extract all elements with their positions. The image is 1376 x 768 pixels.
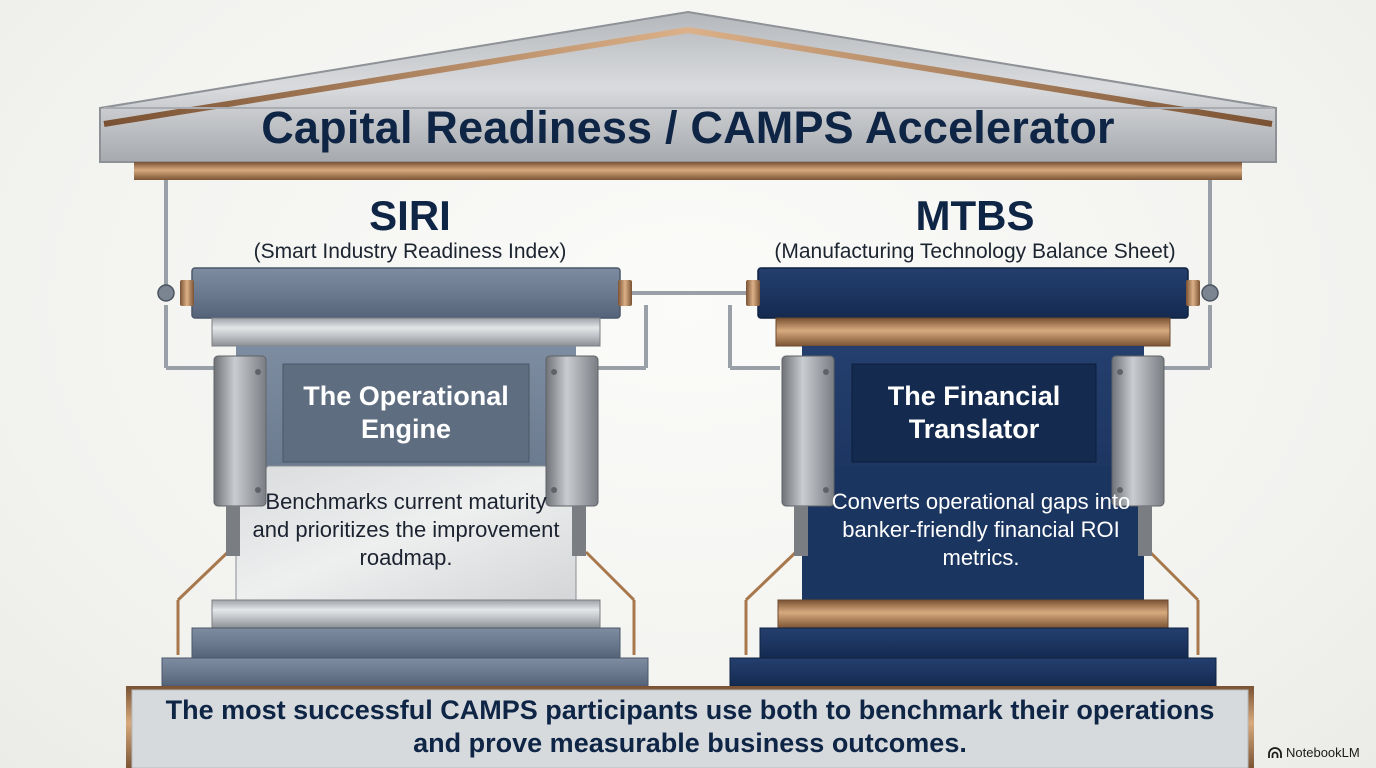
- mtbs-description: Converts operational gaps into banker-fr…: [831, 489, 1131, 570]
- diagram-title: Capital Readiness / CAMPS Accelerator: [261, 102, 1115, 153]
- diagonal-braces: [176, 550, 1200, 655]
- connector-rods: [164, 180, 1212, 370]
- mtbs-panel-title-text: The Financial Translator: [887, 381, 1061, 444]
- brand-label: NotebookLM: [1286, 745, 1360, 760]
- siri-panel-title: The Operational Engine: [283, 364, 529, 462]
- brand-watermark: NotebookLM: [1268, 744, 1360, 762]
- siri-name: SIRI: [369, 192, 451, 239]
- mtbs-pillar: [729, 267, 1219, 687]
- siri-description: Benchmarks current maturity and prioriti…: [252, 489, 560, 570]
- foundation: [126, 686, 1254, 768]
- notebooklm-icon: [1268, 747, 1282, 758]
- mtbs-name: MTBS: [915, 192, 1035, 239]
- siri-panel-title-text: The Operational Engine: [303, 381, 509, 444]
- siri-subtitle: (Smart Industry Readiness Index): [253, 240, 567, 263]
- siri-pillar: [157, 267, 649, 687]
- foundation-text: The most successful CAMPS participants u…: [165, 695, 1215, 758]
- roof: [99, 10, 1277, 180]
- mtbs-subtitle: (Manufacturing Technology Balance Sheet): [774, 240, 1176, 263]
- mtbs-panel-title: The Financial Translator: [852, 364, 1096, 462]
